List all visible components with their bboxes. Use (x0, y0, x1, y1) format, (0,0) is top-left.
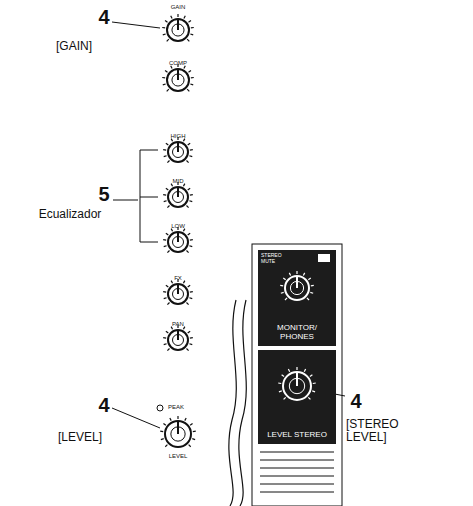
bracket (140, 150, 158, 242)
peak-led (157, 405, 163, 411)
fader-slot (260, 452, 334, 453)
fader-slot (260, 468, 334, 469)
control-label: LEVEL (169, 453, 188, 460)
control-label: FX (174, 275, 182, 282)
callout-number: 5 (98, 183, 109, 205)
part-name: [STEREO LEVEL] (346, 418, 416, 444)
mute-button (318, 254, 330, 262)
part-name: [LEVEL] (58, 431, 102, 444)
knob-symbol (162, 64, 194, 91)
control-label: MID (173, 178, 184, 185)
control-label: HIGH (171, 133, 186, 140)
control-label: PEAK (168, 404, 184, 411)
panel-frame (252, 244, 342, 506)
knob-symbol (160, 416, 196, 447)
panel-label: STEREO MUTE (261, 253, 283, 264)
knob-symbol (163, 182, 193, 208)
knob-symbol (162, 14, 194, 41)
control-label: GAIN (171, 4, 186, 11)
fader-slot (260, 492, 334, 493)
knob-symbol (258, 350, 336, 444)
knob-symbol (163, 325, 193, 351)
control-label: LOW (171, 223, 185, 230)
knob-symbol (278, 367, 316, 400)
fader-slot (260, 460, 334, 461)
callout-number: 4 (350, 390, 361, 412)
callout-number: 4 (98, 394, 109, 416)
knob-symbol (163, 279, 193, 305)
leader-line (113, 200, 138, 201)
panel-label: LEVEL STEREO (267, 431, 327, 440)
fader-slot (260, 476, 334, 477)
control-label: COMP (169, 60, 187, 67)
fader-slot (260, 484, 334, 485)
part-name: [GAIN] (56, 40, 92, 53)
panel-label: MONITOR/ PHONES (267, 324, 327, 342)
control-panel: LEVEL STEREO (258, 350, 336, 444)
part-name: Ecualizador (39, 208, 102, 221)
callout-number: 4 (98, 6, 109, 28)
leader-line (112, 22, 160, 28)
control-label: PAN (172, 321, 184, 328)
knob-symbol (163, 227, 193, 253)
knob-symbol (280, 271, 314, 300)
break-mark (239, 300, 246, 506)
break-mark (229, 300, 236, 506)
leader-line (112, 408, 160, 428)
control-panel: STEREO MUTE MONITOR/ PHONES (258, 250, 336, 346)
knob-symbol (163, 137, 193, 163)
